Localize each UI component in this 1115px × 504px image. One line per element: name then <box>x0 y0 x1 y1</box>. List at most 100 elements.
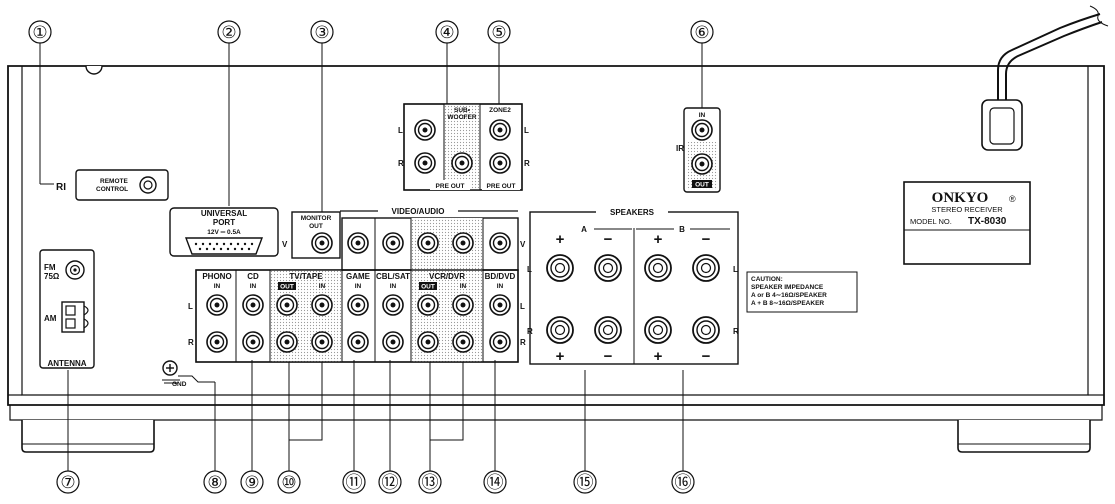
speaker-a-r-plus-terminal[interactable] <box>546 316 574 344</box>
bddvd-l-jack[interactable] <box>489 294 511 316</box>
ir-in-jack[interactable] <box>691 119 713 141</box>
caution-box: CAUTION: SPEAKER IMPEDANCE A or B 4∼16Ω/… <box>746 271 858 313</box>
vcrdvr-label: VCR/DVR <box>429 272 465 281</box>
callout-11: ⑪ <box>346 473 363 492</box>
cblsat-l-jack[interactable] <box>382 294 404 316</box>
speakers-a-label: A <box>581 225 587 234</box>
vcrdvr-in-r-jack[interactable] <box>452 331 474 353</box>
phono-label: PHONO <box>202 272 231 281</box>
monitor-out-section: MONITOR OUT V <box>282 211 341 259</box>
speaker-b-r-minus-terminal[interactable] <box>692 316 720 344</box>
callout-16: ⑯ <box>675 473 692 492</box>
cd-l-jack[interactable] <box>242 294 264 316</box>
input-r-label-right: R <box>520 338 526 347</box>
cblsat-r-jack[interactable] <box>382 331 404 353</box>
monitor-label-1: MONITOR <box>301 215 332 222</box>
gnd-label: GND <box>172 381 187 388</box>
preout-r-label: R <box>398 159 404 168</box>
antenna-section: FM 75Ω AM ANTENNA <box>39 249 95 369</box>
monitor-label-2: OUT <box>309 223 323 230</box>
ri-logo: RI <box>56 182 66 193</box>
callout-7: ⑦ <box>60 473 75 492</box>
phono-l-jack[interactable] <box>206 294 228 316</box>
callout-6: ⑥ <box>694 23 709 42</box>
am-antenna-terminal[interactable] <box>61 301 89 333</box>
vcrdvr-in-video-jack[interactable] <box>452 232 474 254</box>
preout-l-jack[interactable] <box>414 119 436 141</box>
bddvd-r-jack[interactable] <box>489 331 511 353</box>
tvtape-out-label: OUT <box>280 284 294 291</box>
pre-out-section: SUB• WOOFER ZONE2 L R L R PRE OUT PRE OU… <box>398 103 530 191</box>
callout-3: ③ <box>314 23 329 42</box>
callout-5: ⑤ <box>491 23 506 42</box>
speakers-b-label: B <box>679 225 685 234</box>
callouts-top: ① ② ③ ④ ⑤ ⑥ <box>28 20 714 44</box>
remote-control-section: RI REMOTE CONTROL <box>56 169 169 201</box>
universal-port-connector[interactable] <box>184 237 264 255</box>
universal-port-title-1: UNIVERSAL <box>201 209 247 218</box>
cd-in-label: IN <box>250 283 257 290</box>
tvtape-out-r-jack[interactable] <box>276 331 298 353</box>
model-number: TX-8030 <box>968 216 1007 227</box>
ir-out-jack[interactable] <box>691 153 713 175</box>
vcrdvr-out-r-jack[interactable] <box>417 331 439 353</box>
remote-control-jack[interactable] <box>139 176 157 194</box>
fm-antenna-jack[interactable] <box>65 260 85 280</box>
zone2-r-jack[interactable] <box>489 152 511 174</box>
zone2-label: ZONE2 <box>489 107 511 114</box>
speaker-b-l-plus-terminal[interactable] <box>644 254 672 282</box>
ir-in-label: IN <box>699 112 706 119</box>
remote-label-1: REMOTE <box>100 178 128 185</box>
subwoofer-label-1: SUB• <box>454 107 471 114</box>
speaker-a-l-minus-terminal[interactable] <box>594 254 622 282</box>
cblsat-label: CBL/SAT <box>376 272 410 281</box>
speaker-a-r-minus-terminal[interactable] <box>594 316 622 344</box>
tvtape-in-l-jack[interactable] <box>311 294 333 316</box>
tvtape-out-l-jack[interactable] <box>276 294 298 316</box>
brand-logo: ONKYO <box>932 190 989 206</box>
game-r-jack[interactable] <box>347 331 369 353</box>
remote-label-2: CONTROL <box>96 186 128 193</box>
callout-13: ⑬ <box>422 473 439 492</box>
caution-line-2: SPEAKER IMPEDANCE <box>751 284 824 291</box>
cd-r-jack[interactable] <box>242 331 264 353</box>
speakers-r-label-right: R <box>733 327 739 336</box>
bddvd-video-jack[interactable] <box>489 232 511 254</box>
leader-lines <box>39 43 703 471</box>
speaker-b-l-minus-terminal[interactable] <box>692 254 720 282</box>
caution-line-4: A + B 8∼16Ω/SPEAKER <box>751 300 824 307</box>
video-audio-title: VIDEO/AUDIO <box>392 207 445 216</box>
callout-12: ⑫ <box>382 473 399 492</box>
universal-port-rating: 12V ═ 0.5A <box>207 229 241 236</box>
subwoofer-jack[interactable] <box>451 152 473 174</box>
zone2-l-jack[interactable] <box>489 119 511 141</box>
vcrdvr-out-video-jack[interactable] <box>417 232 439 254</box>
speakers-l-label-right: L <box>733 265 738 274</box>
zone2-r-label: R <box>524 159 530 168</box>
cblsat-video-jack[interactable] <box>382 232 404 254</box>
nameplate-subtitle: STEREO RECEIVER <box>931 205 1003 214</box>
callout-4: ④ <box>439 23 454 42</box>
zone2-l-label: L <box>524 126 529 135</box>
cblsat-in-label: IN <box>390 283 397 290</box>
vcrdvr-in-l-jack[interactable] <box>452 294 474 316</box>
game-video-jack[interactable] <box>347 232 369 254</box>
speaker-b-r-plus-terminal[interactable] <box>644 316 672 344</box>
speaker-a-l-plus-terminal[interactable] <box>546 254 574 282</box>
monitor-out-jack[interactable] <box>311 232 333 254</box>
gnd-screw[interactable] <box>162 360 178 376</box>
vcrdvr-out-l-jack[interactable] <box>417 294 439 316</box>
zone2-preout-label: PRE OUT <box>487 183 516 190</box>
preout-l-label: L <box>398 126 403 135</box>
fm-ohm-label: 75Ω <box>44 272 60 281</box>
phono-r-jack[interactable] <box>206 331 228 353</box>
tvtape-in-r-jack[interactable] <box>311 331 333 353</box>
model-prefix: MODEL NO. <box>910 217 952 226</box>
preout-r-jack[interactable] <box>414 152 436 174</box>
caution-line-3: A or B 4∼16Ω/SPEAKER <box>751 292 827 299</box>
preout-label: PRE OUT <box>436 183 465 190</box>
callout-15: ⑮ <box>577 473 594 492</box>
registered-mark: ® <box>1009 194 1016 204</box>
bddvd-in-label: IN <box>497 283 504 290</box>
game-l-jack[interactable] <box>347 294 369 316</box>
